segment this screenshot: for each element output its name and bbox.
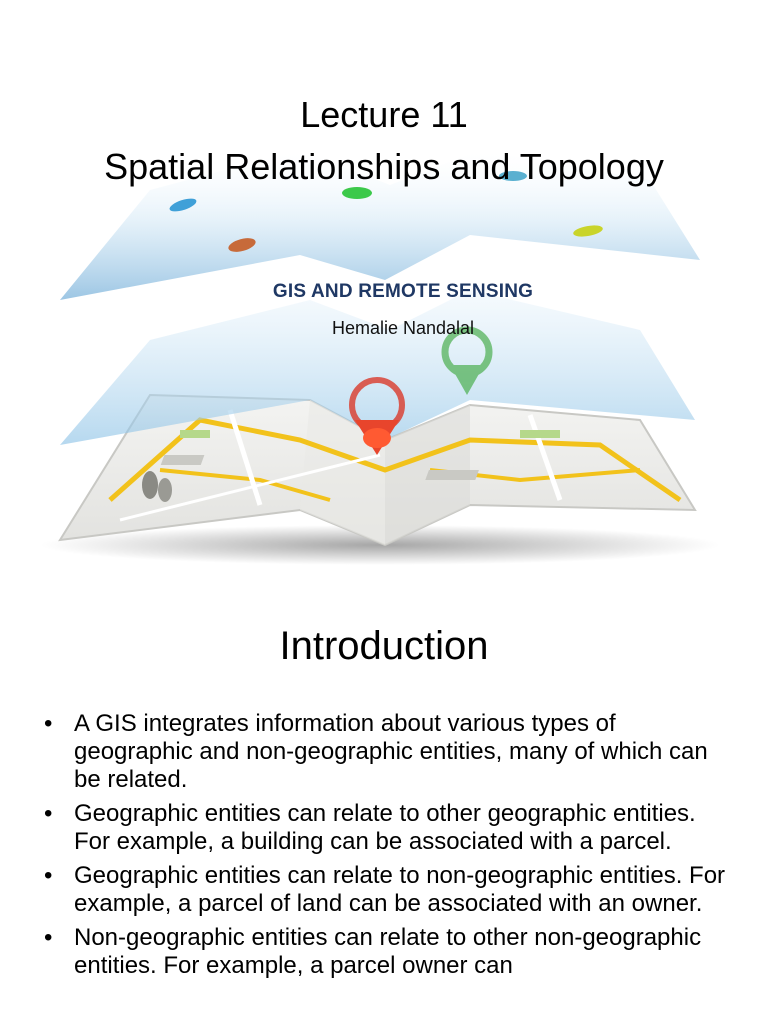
middle-map-layer — [60, 290, 695, 445]
yellow-marker-icon — [573, 225, 603, 237]
green-marker-icon — [342, 187, 372, 199]
map-shadow — [40, 525, 720, 565]
bullet-icon: • — [44, 800, 53, 827]
introduction-bullet-list: • A GIS integrates information about vari… — [44, 710, 734, 986]
title-slide: Lecture 11 Spatial Relationships and Top… — [40, 94, 720, 565]
slide-title-line2: Spatial Relationships and Topology — [104, 146, 664, 187]
green-pin-icon — [441, 326, 493, 395]
blue-marker-icon — [169, 198, 197, 212]
bullet-icon: • — [44, 862, 53, 889]
list-item: • Geographic entities can relate to other… — [44, 800, 734, 856]
list-item: • Non-geographic entities can relate to o… — [44, 924, 734, 980]
bullet-text: Geographic entities can relate to other … — [74, 800, 696, 855]
red-pin-icon — [349, 377, 405, 455]
top-map-layer — [60, 150, 700, 300]
slide-title-line1: Lecture 11 — [300, 94, 468, 135]
course-subtitle: GIS AND REMOTE SENSING — [272, 281, 534, 302]
orange-marker-icon — [228, 238, 256, 252]
folded-map — [58, 393, 697, 547]
bullet-text: Geographic entities can relate to non-ge… — [74, 862, 726, 917]
list-item: • A GIS integrates information about vari… — [44, 710, 734, 794]
bullet-text: Non-geographic entities can relate to ot… — [74, 924, 702, 979]
teal-marker-icon — [499, 171, 527, 181]
bullet-icon: • — [44, 924, 53, 951]
list-item: • Geographic entities can relate to non-g… — [44, 862, 734, 918]
bullet-text: A GIS integrates information about vario… — [74, 710, 708, 793]
introduction-heading: Introduction — [279, 624, 489, 668]
author-name: Hemalie Nandalal — [331, 318, 475, 338]
layered-map-illustration — [40, 150, 720, 565]
bullet-icon: • — [44, 710, 53, 737]
